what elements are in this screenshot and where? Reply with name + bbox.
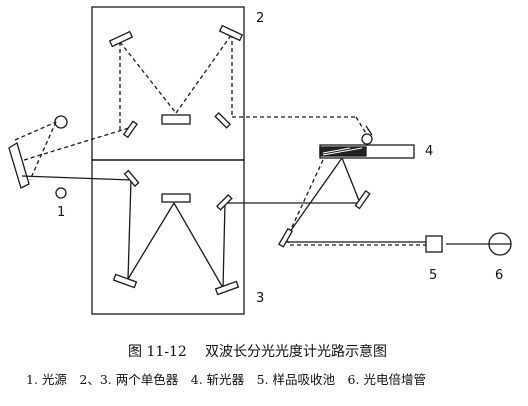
light-source-lamp-2 [55, 187, 67, 199]
figure-title: 双波长分光光度计光路示意图 [205, 343, 387, 360]
figure-legend: 1. 光源 2、3. 两个单色器 4. 斩光器 5. 样品吸收池 6. 光电倍增… [26, 372, 426, 387]
monochromator-3-box [91, 159, 245, 315]
sample-cell [425, 235, 443, 253]
figure-number: 图 11-12 [128, 344, 187, 360]
label-light-source: 1 [57, 205, 65, 220]
label-chopper: 4 [425, 144, 433, 159]
label-sample-cell: 5 [429, 268, 437, 283]
chopper-motor [361, 133, 373, 145]
label-monochromator-3: 3 [256, 291, 264, 306]
source-mirror [8, 141, 30, 189]
label-monochromator-2: 2 [256, 11, 264, 26]
light-source-lamp [54, 115, 68, 129]
label-photomultiplier: 6 [495, 268, 503, 283]
